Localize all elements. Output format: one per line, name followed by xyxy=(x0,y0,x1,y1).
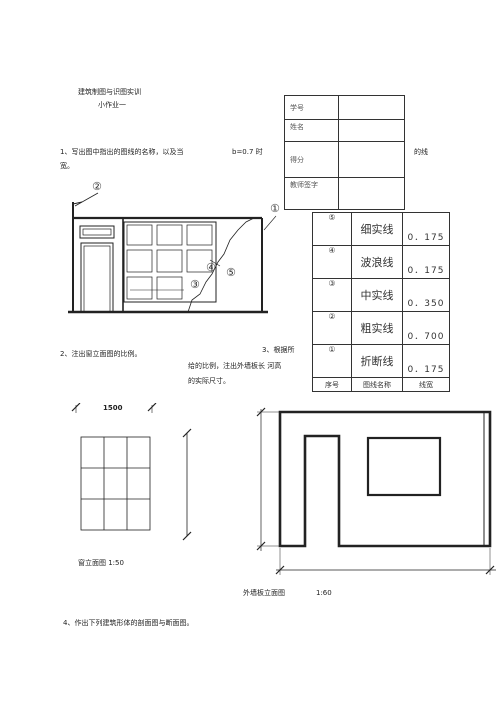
callout-3: ③ xyxy=(190,278,200,291)
page-title: 建筑制图与识图实训 xyxy=(78,88,141,96)
q1-text-cont: 的线 xyxy=(414,148,428,156)
window-dimension: 1500 xyxy=(103,404,123,412)
table-row: ② 粗实线 0．700 xyxy=(312,311,450,345)
line-name: 粗实线 xyxy=(351,311,403,345)
line-name: 中实线 xyxy=(351,278,403,312)
header-name: 图线名称 xyxy=(351,377,403,392)
q1-b-value: b=0.7 时 xyxy=(232,148,263,156)
callout-1: ① xyxy=(270,202,280,215)
table-row: ④ 波浪线 0．175 xyxy=(312,245,450,279)
student-id-label: 学号 xyxy=(284,95,339,120)
q3-text-cont: 给的比例，注出外墙板长 河高 xyxy=(188,362,282,370)
page-subtitle: 小作业一 xyxy=(98,101,126,109)
score-field[interactable] xyxy=(338,141,405,178)
line-width: 0．350 xyxy=(402,278,450,312)
row-number: ④ xyxy=(312,245,352,279)
callout-2: ② xyxy=(92,180,102,193)
wall-scale: 1:60 xyxy=(316,589,332,597)
line-name: 折断线 xyxy=(351,344,403,378)
callout-4: ④ xyxy=(206,261,216,274)
window-elevation-drawing xyxy=(71,403,192,541)
line-name: 细实线 xyxy=(351,212,403,246)
table-row: ③ 中实线 0．350 xyxy=(312,278,450,312)
row-number: ③ xyxy=(312,278,352,312)
line-width: 0．175 xyxy=(402,344,450,378)
teacher-sign-field[interactable] xyxy=(338,177,405,210)
line-name: 波浪线 xyxy=(351,245,403,279)
line-type-table: ⑤ 细实线 0．175 ④ 波浪线 0．175 ③ 中实线 0．350 ② 粗实… xyxy=(312,212,450,392)
student-id-field[interactable] xyxy=(338,95,405,120)
name-label: 姓名 xyxy=(284,119,339,142)
q3-text: 3、根据所 xyxy=(262,346,295,354)
line-width: 0．175 xyxy=(402,212,450,246)
q4-text: 4、作出下列建筑形体的剖面图与断面图。 xyxy=(63,619,194,627)
q2-text: 2、注出窗立面图的比例。 xyxy=(60,350,142,358)
line-width: 0．700 xyxy=(402,311,450,345)
student-info-table: 学号 姓名 得分 教师签字 xyxy=(284,95,480,210)
score-label: 得分 xyxy=(284,141,339,178)
row-number: ① xyxy=(312,344,352,378)
table-header-row: 序号 图线名称 线宽 xyxy=(312,377,450,392)
callout-5: ⑤ xyxy=(226,266,236,279)
row-number: ② xyxy=(312,311,352,345)
building-elevation-drawing: ② ① ④ ⑤ ③ xyxy=(68,180,280,314)
header-width: 线宽 xyxy=(402,377,450,392)
q3-text-end: 的实际尺寸。 xyxy=(188,377,230,385)
wall-caption: 外墙板立面图 xyxy=(243,589,285,597)
teacher-sign-label: 教师签字 xyxy=(284,177,339,210)
header-num: 序号 xyxy=(312,377,352,392)
line-width: 0．175 xyxy=(402,245,450,279)
table-row: ① 折断线 0．175 xyxy=(312,344,450,378)
q1-text-end: 宽。 xyxy=(60,162,74,170)
table-row: ⑤ 细实线 0．175 xyxy=(312,212,450,246)
wall-panel-elevation-drawing xyxy=(256,407,496,575)
window-caption: 窗立面图 1:50 xyxy=(78,559,124,567)
q1-text: 1、写出图中指出的图线的名称，以及当 xyxy=(60,148,184,156)
row-number: ⑤ xyxy=(312,212,352,246)
name-field[interactable] xyxy=(338,119,405,142)
